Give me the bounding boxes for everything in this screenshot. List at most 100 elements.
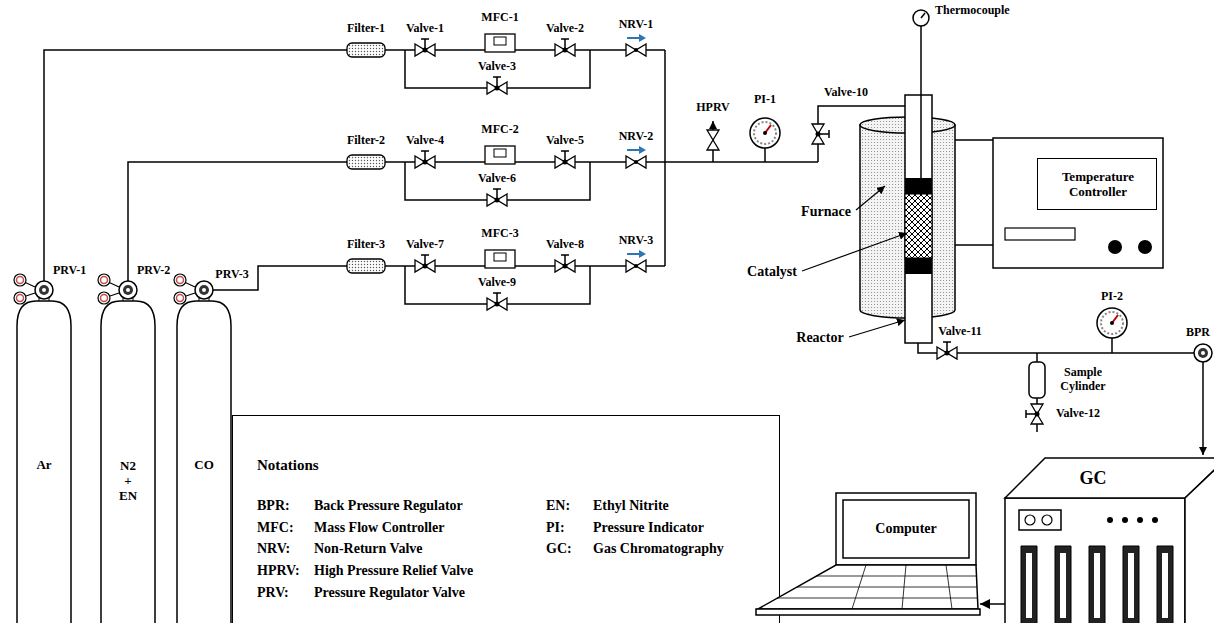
thermocouple-symbol [920, 26, 922, 178]
relief-valve-symbol [707, 121, 719, 150]
apparatus-illustration [812, 124, 829, 144]
part-label: Valve-2 [545, 22, 585, 36]
part-label: Valve-11 [937, 325, 983, 339]
apparatus-illustration [1097, 308, 1127, 338]
reactor-tube [905, 194, 932, 258]
flow-line-symbols [626, 250, 646, 272]
node-text: GC [1080, 468, 1107, 489]
node-text: MFC: [257, 520, 294, 536]
part-label: Valve-8 [545, 238, 585, 252]
node-text: Back Pressure Regulator [314, 498, 463, 514]
flow-line-symbols [485, 250, 515, 268]
sample-cylinder-symbol [1029, 362, 1045, 398]
thermocouple-symbol [913, 10, 929, 178]
node-text: Computer [875, 521, 936, 537]
node-text: EN: [546, 498, 570, 514]
cylinder-regulators [35, 281, 53, 299]
gas-cylinder-outline [101, 301, 155, 623]
node-text: CO [194, 458, 214, 473]
gas-chromatograph-outline [1005, 458, 1214, 623]
node-text: HPRV: [257, 563, 300, 579]
flow-line-symbols [487, 293, 507, 310]
controller-housing [1005, 228, 1075, 240]
part-label: PRV-3 [214, 268, 249, 282]
part-label: MFC-1 [480, 11, 519, 25]
part-label: Filter-1 [346, 22, 386, 36]
thermocouple-symbol [913, 10, 929, 26]
node-text: Gas Chromatography [593, 541, 724, 557]
part-label: Furnace [800, 204, 852, 220]
part-label: Valve-10 [823, 86, 869, 100]
reactor-tube [905, 95, 932, 343]
controller-housing [1138, 240, 1152, 254]
cylinder-regulators [14, 292, 26, 304]
relief-valve-symbol [707, 130, 719, 150]
flow-line-symbols [487, 77, 507, 94]
part-label: Filter-2 [346, 134, 386, 148]
part-label: Valve-6 [477, 172, 517, 186]
thermocouple-symbol [921, 13, 925, 18]
gas-pipe [1036, 398, 1038, 404]
computer-laptop-outline [777, 565, 978, 609]
part-label: PRV-1 [52, 264, 87, 278]
flow-line-symbols [487, 189, 507, 206]
leader-line [802, 233, 907, 271]
node-text: Ethyl Nitrite [593, 498, 669, 514]
cylinder-regulators [174, 292, 186, 304]
flow-line-symbols [555, 255, 575, 272]
part-label: NRV-2 [618, 130, 655, 144]
signal-arrow [980, 603, 1005, 605]
part-label: BPR [1185, 326, 1211, 340]
controller-display-box: Temperature Controller [1037, 158, 1157, 210]
gas-pipe [1036, 353, 1038, 362]
apparatus-illustration [937, 342, 957, 359]
flow-line-symbols [347, 43, 385, 57]
node-text: Pressure Indicator [593, 520, 704, 536]
flow-line-symbols [415, 151, 435, 168]
gas-chromatograph-outline [1019, 510, 1061, 530]
node-text: PI: [546, 520, 565, 536]
gas-pipe [385, 161, 818, 163]
flow-line-symbols [626, 34, 646, 56]
connector-group [980, 604, 1005, 605]
node-text: Notations [257, 457, 319, 474]
computer-laptop: Computer [756, 493, 980, 623]
part-label: NRV-3 [618, 234, 655, 248]
apparatus-illustration [1194, 344, 1212, 362]
part-label: Valve-5 [545, 134, 585, 148]
gas-pipe [213, 266, 347, 290]
node-text: NRV: [257, 541, 290, 557]
gas-chromatograph-outline [1026, 553, 1168, 618]
computer-laptop-outline [843, 500, 969, 558]
gas-chromatograph-outline [1005, 498, 1185, 623]
node-text: GC: [546, 541, 572, 557]
gas-pipe [1111, 338, 1113, 353]
computer-laptop-outline [756, 493, 980, 623]
gas-pipe [44, 50, 347, 281]
node-text: BPR: [257, 498, 290, 514]
part-label: Valve-7 [405, 238, 445, 252]
part-label: Thermocouple [934, 4, 1011, 18]
computer-laptop-outline [756, 609, 980, 615]
part-label: Valve-9 [477, 276, 517, 290]
part-label: PI-1 [753, 93, 777, 107]
reactor-tube [905, 258, 932, 274]
computer-laptop-outline [758, 565, 978, 609]
gas-chromatograph-outline [1021, 546, 1173, 623]
part-label: PI-2 [1100, 290, 1124, 304]
flow-line-symbols [555, 151, 575, 168]
controller-housing [1108, 240, 1122, 254]
node-text: Mass Flow Controller [314, 520, 444, 536]
gas-chromatograph-outline [1185, 458, 1214, 623]
flow-line-symbols [415, 39, 435, 56]
leader-line [856, 186, 885, 210]
node-text: N2 + EN [116, 459, 140, 504]
sample-cylinder-symbol [1029, 362, 1045, 398]
part-label: Valve-12 [1055, 407, 1101, 421]
part-label: MFC-3 [480, 227, 519, 241]
node-text: Non-Return Valve [314, 541, 423, 557]
leader-line [849, 320, 905, 337]
cylinder-regulators [98, 292, 110, 304]
